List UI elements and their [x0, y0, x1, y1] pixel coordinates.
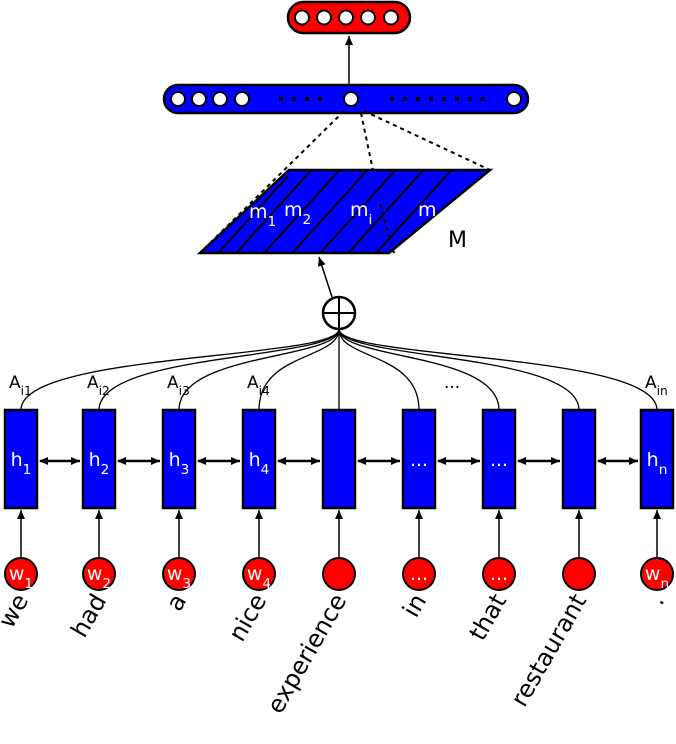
output-node [294, 9, 310, 26]
matrix-m: m1 m2 mi mr M [196, 168, 494, 255]
stripe-label-mr: mr [418, 199, 443, 228]
hidden-state-box [561, 408, 597, 510]
word-node-label: w2 [87, 563, 111, 592]
token-word: nice [223, 589, 272, 646]
projection-line-right [363, 110, 491, 171]
word-node-label: wn [645, 563, 669, 592]
ellipsis-dot [403, 97, 407, 101]
attention-weight-label: Ai3 [167, 373, 190, 398]
attention-curve [338, 328, 500, 411]
hidden-state-box [3, 408, 39, 510]
token-word: we [0, 589, 34, 633]
attention-layer [162, 83, 530, 115]
matrix-dotted-divider [379, 203, 395, 254]
token-word: had [65, 589, 112, 642]
output-node [338, 9, 354, 26]
word-node-label: w1 [9, 563, 33, 592]
sum-to-matrix-arrow [317, 256, 333, 298]
hidden-state-box [241, 408, 277, 510]
hidden-state-label: h3 [169, 449, 190, 478]
ellipsis-dot [429, 97, 433, 101]
word-node [322, 557, 356, 591]
attention-node [343, 91, 359, 107]
ellipsis-dot [318, 97, 322, 101]
attention-curve [20, 328, 340, 411]
word-node [242, 557, 276, 591]
word-node [402, 557, 436, 591]
hidden-state-label: ... [410, 449, 428, 471]
hidden-state-box [161, 408, 197, 510]
output-node [383, 9, 399, 26]
hidden-state-box [81, 408, 117, 510]
output-node [316, 9, 332, 26]
attention-curve [98, 328, 340, 411]
attention-weight-label: Ai4 [247, 373, 270, 398]
attention-weight-label: Ai2 [87, 373, 110, 398]
word-node-label: ... [490, 563, 508, 585]
token-word: that [464, 589, 513, 645]
output-nodes [294, 9, 399, 26]
word-node [82, 557, 116, 591]
attention-weight-label: Ai1 [9, 373, 32, 398]
output-layer [286, 0, 412, 35]
attention-curve [258, 328, 340, 411]
ellipsis-dot [481, 97, 485, 101]
token-word: . [642, 589, 670, 610]
attention-curve [178, 328, 340, 411]
word-node [482, 557, 516, 591]
stripe-label-m2: m2 [284, 199, 311, 228]
hidden-state-label: h4 [249, 449, 270, 478]
ellipsis-dot [390, 97, 394, 101]
ellipsis-dot [416, 97, 420, 101]
attention-curves [20, 328, 658, 411]
attention-curve [338, 328, 658, 411]
attention-node [212, 91, 228, 107]
matrix-parallelogram [196, 168, 494, 255]
output-node [360, 9, 376, 26]
word-node [4, 557, 38, 591]
hidden-state-box [639, 408, 675, 510]
hidden-state-label: hn [647, 449, 668, 478]
stripe-label-mi: mi [350, 199, 372, 228]
ellipsis-dot [292, 97, 296, 101]
attention-curve [338, 328, 580, 411]
sum-node [321, 295, 357, 331]
token-word: in [397, 589, 432, 622]
hidden-state-box [401, 408, 437, 510]
attention-node [170, 91, 186, 107]
ellipsis-dot [442, 97, 446, 101]
ellipsis-dot [305, 97, 309, 101]
attention-node [234, 91, 250, 107]
matrix-label: M [448, 228, 467, 253]
hidden-state-box [481, 408, 517, 510]
attention-weight-label: Ain [645, 373, 668, 398]
word-node [640, 557, 674, 591]
token-word: experience [261, 589, 352, 718]
word-node-label: w4 [247, 563, 271, 592]
word-node-label: w3 [167, 563, 191, 592]
ellipsis-dot [468, 97, 472, 101]
attention-layer-nodes [170, 91, 522, 107]
attention-node [506, 91, 522, 107]
token-word: restaurant [505, 589, 592, 711]
hidden-state-label: ... [490, 449, 508, 471]
word-node [162, 557, 196, 591]
attention-node [191, 91, 207, 107]
ellipsis-dot [279, 97, 283, 101]
hidden-state-label: h2 [89, 449, 110, 478]
token-word: a [161, 589, 193, 616]
hidden-state-label: h1 [11, 449, 32, 478]
word-node [562, 557, 596, 591]
ellipsis-dot [455, 97, 459, 101]
hidden-state-box [321, 408, 357, 510]
stripe-label-m1: m1 [249, 201, 276, 230]
attention-weight-label: ... [444, 373, 460, 393]
attention-curve [338, 328, 420, 411]
word-node-label: ... [410, 563, 428, 585]
